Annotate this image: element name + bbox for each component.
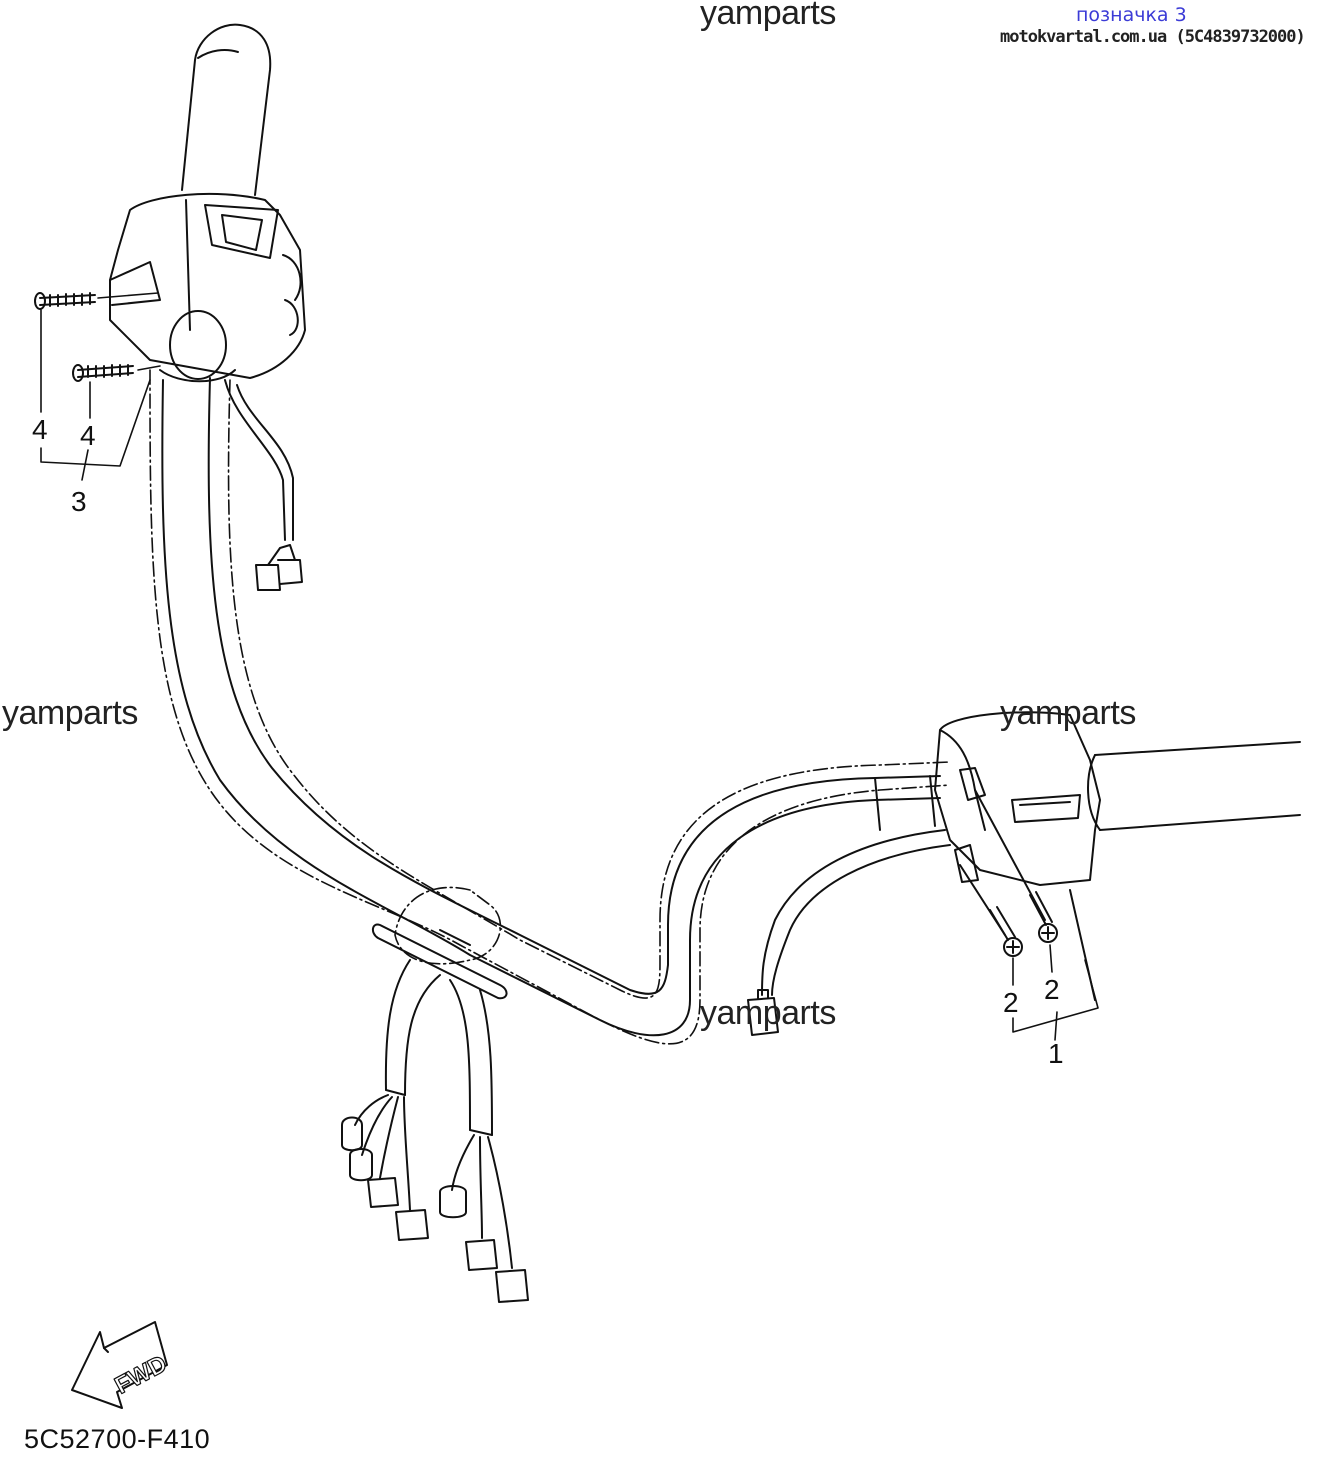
badge-source: motokvartal.com.ua (5C4839732000) — [1000, 27, 1306, 47]
branch-cables — [224, 379, 951, 1269]
callout-4-right: 4 — [80, 420, 96, 451]
watermark: yamparts — [700, 0, 836, 32]
badge-title: позначка 3 — [1076, 4, 1187, 26]
callout-1: 1 — [1048, 1038, 1064, 1069]
connector-icon — [255, 544, 779, 1303]
callout-2-left: 2 — [1003, 987, 1019, 1018]
callout-4-left: 4 — [32, 414, 48, 445]
harness-clamp — [372, 923, 508, 1000]
screw-icon — [34, 292, 134, 382]
fwd-arrow-icon: FWD — [71, 1321, 172, 1409]
callout-2-right: 2 — [1044, 974, 1060, 1005]
watermark: yamparts — [1000, 694, 1136, 732]
left-handlebar-switch — [109, 23, 306, 383]
screw-icon — [959, 789, 1058, 957]
wire-harness — [161, 377, 941, 1037]
leader-lines-right — [1012, 944, 1099, 1041]
fwd-label: FWD — [110, 1350, 171, 1399]
diagram-code: 5C52700-F410 — [24, 1424, 211, 1454]
right-handlebar-switch — [934, 711, 1301, 1001]
handlebar-outline — [149, 369, 951, 1045]
callout-3: 3 — [71, 486, 87, 517]
leader-lines-left — [40, 292, 161, 481]
watermark: yamparts — [2, 694, 138, 732]
watermark: yamparts — [700, 994, 836, 1032]
